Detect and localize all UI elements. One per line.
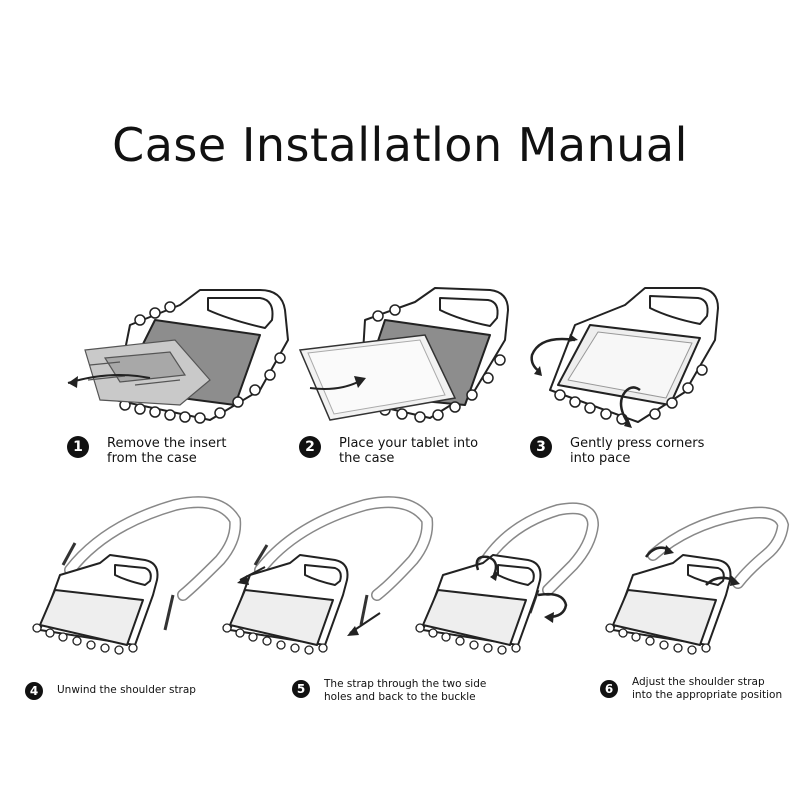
step-3-badge: 3 <box>530 436 552 458</box>
step-2-text: Place your tablet into the case <box>339 436 479 466</box>
step-1: 1 Remove the insert from the case <box>67 436 226 466</box>
step-6: 6 Adjust the shoulder strap into the app… <box>600 676 782 702</box>
step-1-text: Remove the insert from the case <box>107 436 227 466</box>
step-5-badge: 5 <box>292 680 310 698</box>
step-1-illustration <box>67 289 289 424</box>
step-6-text: Adjust the shoulder strap into the appro… <box>632 676 783 701</box>
step-5-illustration <box>222 496 434 655</box>
step-2-badge: 2 <box>299 436 321 458</box>
step-5-text: The strap through the two side holes and… <box>324 678 487 703</box>
step-3: 3 Gently press corners into pace <box>530 436 704 466</box>
step-3-illustration <box>530 287 719 428</box>
step-4: 4 Unwind the shoulder strap <box>25 682 196 700</box>
step-5: 5 The strap through the two side holes a… <box>292 678 486 704</box>
step-4-badge: 4 <box>25 682 43 700</box>
page-title: Case Installatlon Manual <box>112 118 688 172</box>
step-1-badge: 1 <box>67 436 89 458</box>
step-2: 2 Place your tablet into the case <box>299 436 478 466</box>
step-6-illustration <box>415 502 600 655</box>
step-2-illustration <box>298 287 509 423</box>
step-4-illustration <box>32 496 242 655</box>
step-4-text: Unwind the shoulder strap <box>57 684 196 696</box>
step-3-text: Gently press corners into pace <box>570 436 705 466</box>
step-6-badge: 6 <box>600 680 618 698</box>
step-7-illustration <box>605 506 790 655</box>
